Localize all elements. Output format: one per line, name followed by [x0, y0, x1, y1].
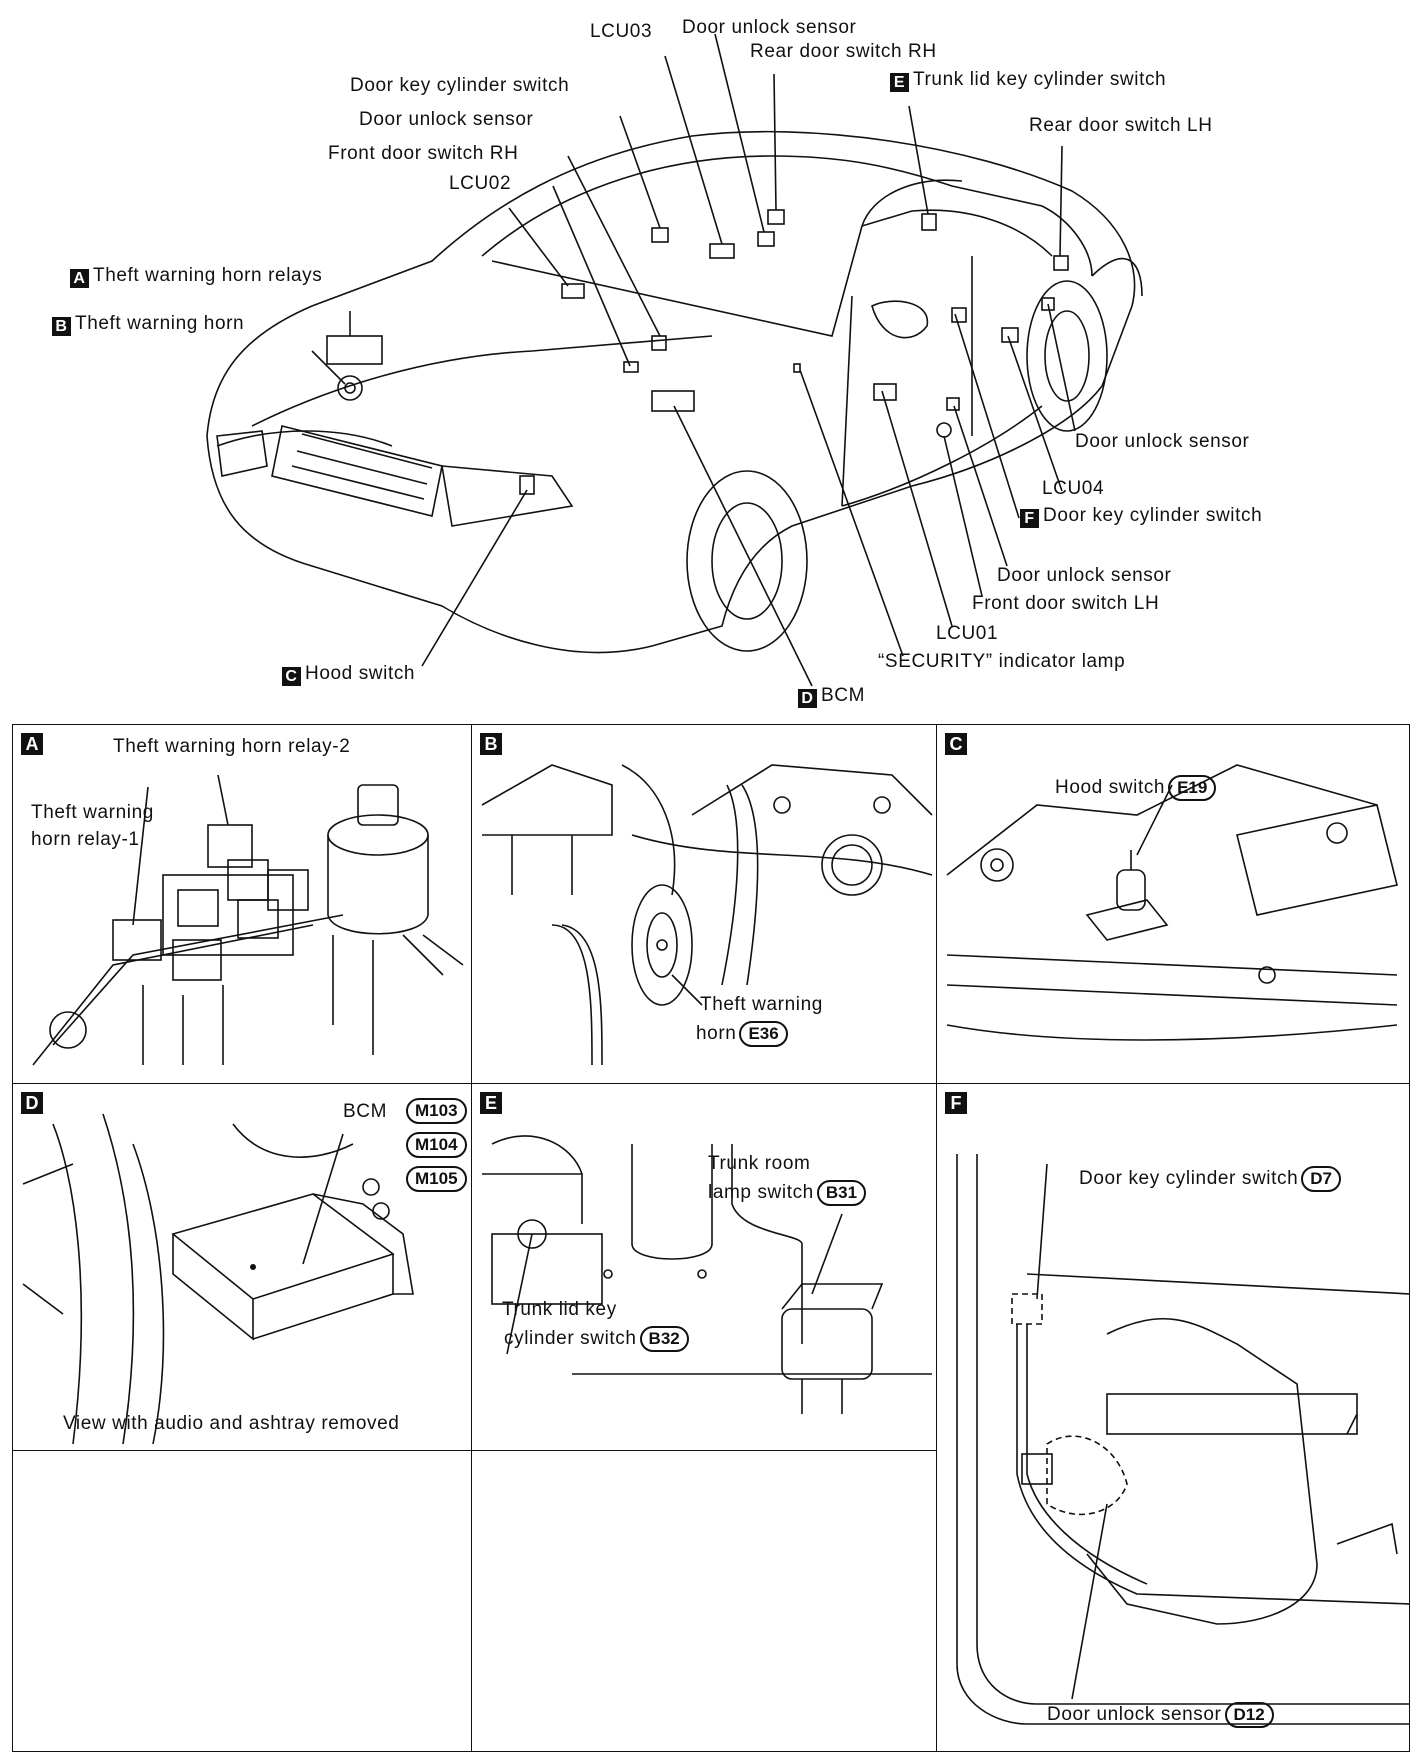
connector-d7: D7	[1301, 1166, 1341, 1192]
connector-e36: E36	[739, 1021, 788, 1047]
panel-tag-c: C	[945, 733, 967, 755]
label-lcu04: LCU04	[1042, 478, 1105, 499]
panel-empty-middle	[471, 1450, 937, 1752]
label-lcu03: LCU03	[590, 21, 653, 42]
label-theft-warning-horn-b: Theft warning	[700, 994, 823, 1015]
relay-box-drawing	[32, 774, 464, 1066]
panel-tag-f: F	[945, 1092, 967, 1114]
tag-b-icon: B	[52, 317, 71, 336]
label-front-door-switch-lh: Front door switch LH	[972, 593, 1160, 614]
connector-b31: B31	[816, 1180, 867, 1206]
label-door-key-cylinder-switch-rh: Door key cylinder switch	[350, 75, 570, 96]
label-rear-door-switch-lh: Rear door switch LH	[1029, 115, 1213, 136]
panel-tag-b: B	[480, 733, 502, 755]
overview-panel: LCU03 Door unlock sensor Rear door switc…	[12, 6, 1410, 724]
label-security-indicator-lamp: “SECURITY” indicator lamp	[878, 651, 1126, 672]
panel-tag-e: E	[480, 1092, 502, 1114]
tag-c-icon: C	[282, 667, 301, 686]
car-outline-drawing	[206, 33, 1143, 687]
panel-empty-left	[12, 1450, 472, 1752]
connector-m105: M105	[406, 1166, 467, 1192]
connector-d12: D12	[1224, 1702, 1274, 1728]
tag-a-icon: A	[70, 269, 89, 288]
label-rear-door-switch-rh: Rear door switch RH	[750, 41, 937, 62]
label-trunk-room: Trunk room	[708, 1153, 811, 1174]
panel-a-horn-relays: A Theft warning horn relay-2 Theft warni…	[12, 724, 472, 1084]
tag-d-icon: D	[798, 689, 817, 708]
caption-bcm-view: View with audio and ashtray removed	[63, 1413, 400, 1434]
panel-d-bcm: D BCM M103 M104 M105 View with audio and…	[12, 1083, 472, 1451]
label-door-unlock-sensor-rh: Door unlock sensor	[359, 109, 534, 130]
panel-tag-d: D	[21, 1092, 43, 1114]
tag-f-icon: F	[1020, 509, 1039, 528]
connector-e19: E19	[1168, 775, 1217, 801]
connector-m104: M104	[406, 1132, 467, 1158]
label-door-unlock-sensor-top: Door unlock sensor	[682, 17, 857, 38]
connector-b32: B32	[639, 1326, 689, 1352]
horn-location-drawing	[481, 764, 933, 1066]
label-door-unlock-sensor-front-lh: Door unlock sensor	[997, 565, 1172, 586]
label-door-unlock-sensor-rear-lh: Door unlock sensor	[1075, 431, 1250, 452]
hood-switch-drawing	[946, 764, 1398, 1041]
door-drawing	[956, 1154, 1409, 1725]
label-bcm-d: BCM	[343, 1101, 388, 1122]
trunk-drawing	[482, 1135, 932, 1414]
label-relay-1: Theft warning horn relay-1	[31, 802, 154, 850]
label-trunk-lid-key: Trunk lid key	[502, 1299, 617, 1320]
bcm-drawing	[22, 1113, 414, 1445]
label-lcu01: LCU01	[936, 623, 999, 644]
connector-m103: M103	[406, 1098, 467, 1124]
tag-e-icon: E	[890, 73, 909, 92]
panel-tag-a: A	[21, 733, 43, 755]
label-relay-2: Theft warning horn relay-2	[113, 736, 351, 757]
label-lcu02: LCU02	[449, 173, 512, 194]
label-front-door-switch-rh: Front door switch RH	[328, 143, 519, 164]
